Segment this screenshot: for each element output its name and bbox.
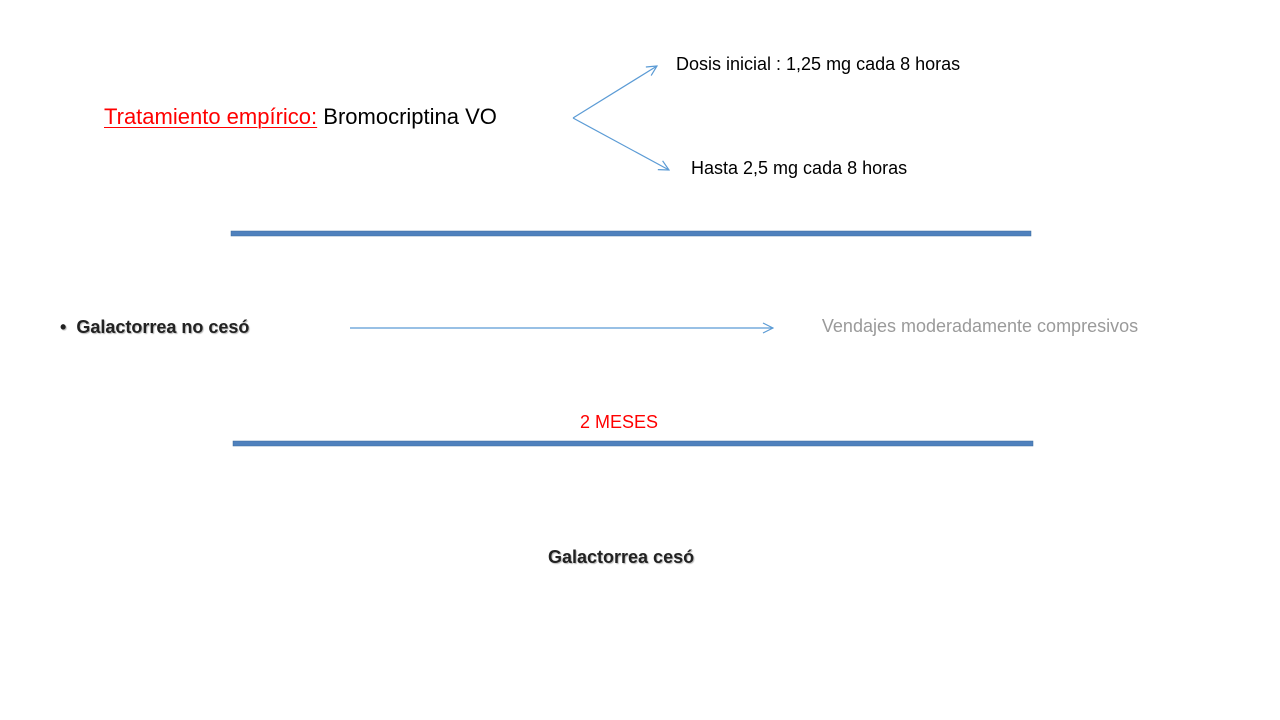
treatment-drug: Bromocriptina VO [317,104,497,129]
max-dose-text: Hasta 2,5 mg cada 8 horas [691,158,908,178]
arrow-to-max-dose [572,117,669,170]
bullet-icon: • [60,317,67,337]
galactorrhea-persisted-item: • Galactorrea no cesó [60,317,249,338]
treatment-label: Tratamiento empírico: [104,104,318,129]
treatment-heading: Tratamiento empírico: Bromocriptina VO [104,104,497,130]
galactorrhea-ceased-text: Galactorrea cesó [548,547,695,567]
duration-label: 2 MESES [580,412,659,432]
arrow-to-initial-dose [572,66,657,119]
initial-dose-text: Dosis inicial : 1,25 mg cada 8 horas [676,54,961,74]
bandage-action-text: Vendajes moderadamente compresivos [821,316,1139,336]
galactorrhea-persisted-text: Galactorrea no cesó [76,317,250,337]
divider-bar-bottom [232,440,1034,447]
divider-bar-top [230,230,1032,237]
